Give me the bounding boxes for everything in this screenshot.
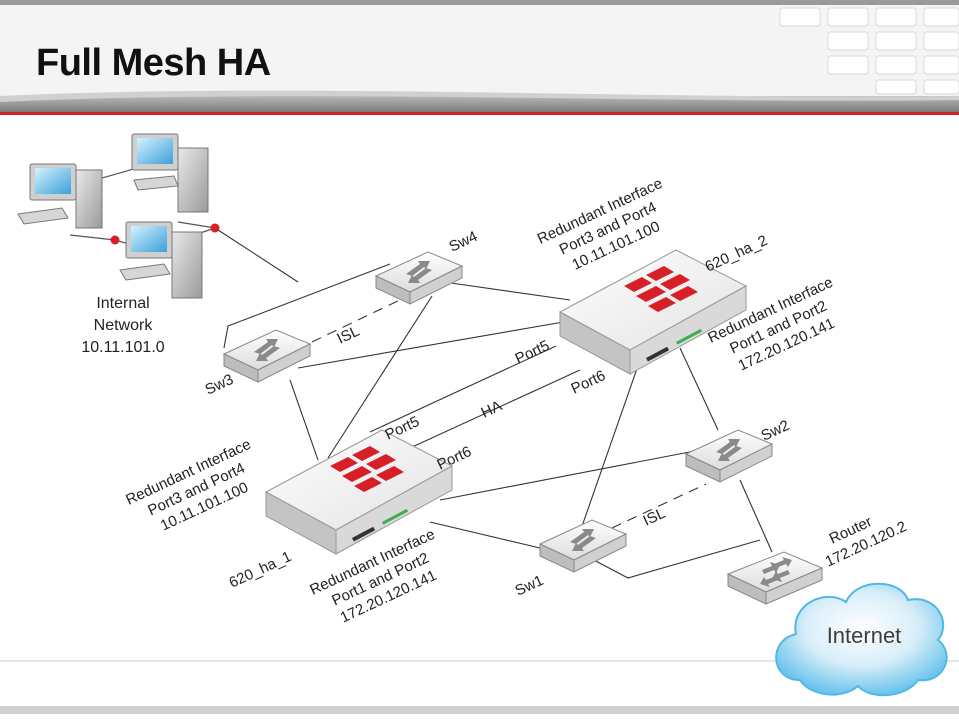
fw1-port6-label: Port6 (435, 443, 475, 474)
isl-top-label: ISL (335, 323, 363, 348)
fortinet-logo-icon (330, 446, 404, 492)
switch-sw4[interactable] (374, 251, 464, 305)
brand-plate (646, 346, 670, 362)
isl-bottom-label: ISL (641, 505, 669, 530)
fw2-name-label: 620_ha_2 (703, 232, 771, 276)
internal-network-label: Internal Network 10.11.101.0 (81, 295, 164, 356)
internet-label: Internet (827, 623, 902, 648)
footer-decoration (0, 660, 959, 714)
status-led-strip (676, 328, 703, 345)
diagram-labels: Sw3 Sw4 Sw2 Sw1 ISL ISL HA Port5 Port6 P… (123, 175, 909, 627)
fw1-name-label: 620_ha_1 (227, 548, 295, 592)
switch-arrows-icon (716, 439, 742, 461)
brand-plate (352, 526, 376, 542)
ha-label: HA (479, 397, 505, 421)
router-arrows-icon (760, 557, 792, 587)
internal-network-ip: 10.11.101.0 (81, 339, 164, 356)
sw2-label: Sw2 (759, 417, 793, 445)
switch-arrows-icon (254, 339, 280, 361)
internal-network-subtitle: Network (94, 317, 154, 334)
switch-sw1[interactable] (538, 519, 628, 573)
switch-sw3[interactable] (222, 329, 312, 383)
internet-cloud: Internet (775, 582, 948, 697)
header-logo-grid (779, 7, 959, 95)
firewall-620-ha-2[interactable] (558, 249, 748, 375)
sw3-label: Sw3 (203, 371, 237, 399)
internal-network-pcs (17, 133, 220, 299)
desktop-pc-icon (17, 163, 103, 229)
fortinet-logo-icon (624, 266, 698, 312)
desktop-pc-icon (131, 133, 209, 213)
switch-arrows-icon (570, 529, 596, 551)
router[interactable] (726, 551, 824, 605)
fw2-port5-label: Port5 (513, 337, 553, 368)
network-links (214, 227, 773, 579)
sw1-label: Sw1 (513, 572, 547, 600)
internal-network-title: Internal (96, 295, 149, 312)
firewall-620-ha-1[interactable] (264, 429, 454, 555)
status-led-strip (382, 508, 409, 525)
header-decoration (0, 0, 959, 115)
page-title: Full Mesh HA (36, 42, 271, 84)
fw2-port6-label: Port6 (569, 367, 609, 398)
switch-arrows-icon (406, 261, 432, 283)
sw4-label: Sw4 (447, 228, 481, 256)
switch-sw2[interactable] (684, 429, 774, 483)
desktop-pc-icon (119, 221, 203, 299)
